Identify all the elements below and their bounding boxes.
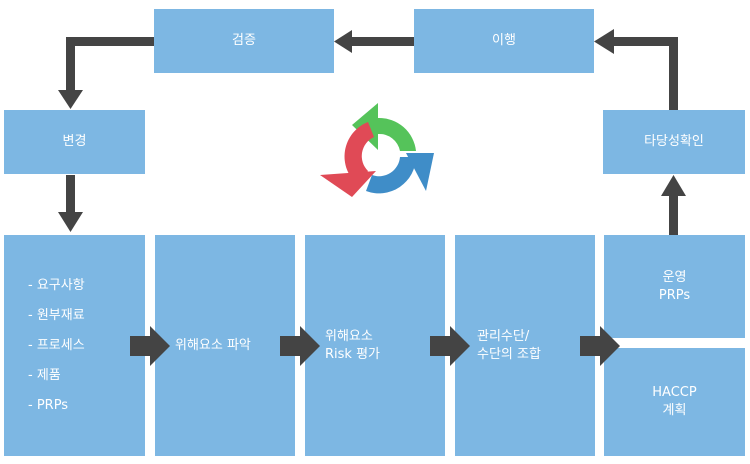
arrow-hazard-to-risk	[280, 326, 320, 366]
arrow-requirements-to-hazard	[130, 326, 170, 366]
requirement-item: 요구사항	[28, 271, 85, 301]
implement-label: 이행	[492, 33, 516, 48]
operation-line-2: PRPs	[658, 287, 691, 303]
requirement-item: PRPs	[28, 391, 85, 421]
arrow-validate-to-implement	[594, 29, 678, 110]
haccp-line-1: HACCP	[652, 385, 697, 400]
operation-box: 운영 PRPs	[604, 235, 745, 338]
haccp-line-2: 계획	[662, 403, 687, 418]
requirement-item: 원부재료	[28, 301, 85, 331]
arrow-risk-to-control	[430, 326, 470, 366]
arrow-operation-to-validate	[661, 175, 686, 235]
cycle-icon	[320, 103, 434, 197]
haccp-box: HACCP 계획	[604, 348, 745, 456]
arrow-verify-to-change	[58, 37, 154, 109]
change-box: 변경	[4, 110, 145, 174]
requirements-box: 요구사항 원부재료 프로세스 제품 PRPs	[4, 235, 145, 456]
implement-box: 이행	[414, 9, 594, 73]
hazard-id-box: 위해요소 파악	[155, 235, 295, 456]
validate-label: 타당성확인	[644, 134, 704, 149]
arrow-control-to-operation	[580, 326, 620, 366]
requirements-list: 요구사항 원부재료 프로세스 제품 PRPs	[28, 271, 85, 421]
requirement-item: 프로세스	[28, 331, 85, 361]
control-line-1: 관리수단/	[477, 328, 530, 344]
validate-box: 타당성확인	[603, 110, 745, 174]
control-box: 관리수단/ 수단의 조합	[455, 235, 595, 456]
verify-label: 검증	[232, 33, 256, 48]
hazard-id-label: 위해요소 파악	[175, 337, 251, 353]
arrow-change-to-requirements	[58, 175, 83, 232]
risk-eval-line-2: Risk 평가	[325, 346, 380, 362]
verify-box: 검증	[154, 9, 334, 73]
operation-line-1: 운영	[662, 269, 687, 285]
arrow-implement-to-verify	[334, 30, 414, 53]
requirement-item: 제품	[28, 361, 85, 391]
change-label: 변경	[62, 134, 87, 149]
risk-eval-box: 위해요소 Risk 평가	[305, 235, 445, 456]
control-line-2: 수단의 조합	[477, 346, 541, 362]
risk-eval-line-1: 위해요소	[325, 328, 373, 344]
